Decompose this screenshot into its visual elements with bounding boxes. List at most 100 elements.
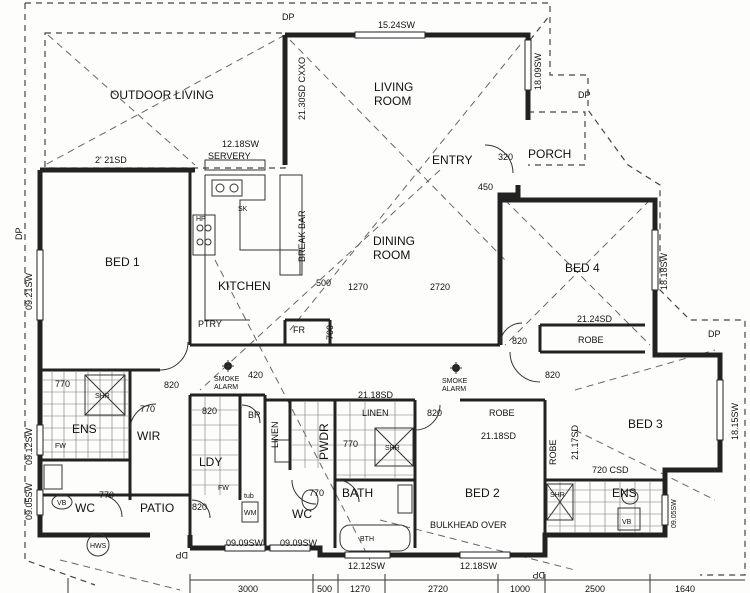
label-ens-2: ENS: [612, 486, 637, 500]
label-kitchen: KITCHEN: [218, 279, 271, 293]
label-window-09-12sw: 09.12SW: [24, 427, 34, 465]
label-wm: WM: [244, 510, 257, 517]
label-dining-room-1: DINING: [373, 234, 415, 248]
label-break-bar: BREAK BAR: [297, 210, 307, 262]
label-tub: tub: [244, 493, 254, 500]
label-door-770-d: 770: [343, 439, 358, 449]
label-shr-1: SHR: [95, 393, 110, 400]
label-smoke-alarm-2a: SMOKE: [442, 378, 468, 385]
label-servery: SERVERY: [208, 151, 251, 161]
label-wc-2: WC: [292, 507, 312, 521]
shower-ens1: [84, 374, 126, 416]
label-fr: FR: [293, 325, 305, 335]
dimension-line: [67, 574, 745, 593]
label-dim-700: 700: [325, 325, 335, 340]
label-dim-500: 500: [316, 278, 331, 288]
door-swings: [99, 144, 541, 519]
label-vb-2: VB: [622, 519, 632, 526]
label-window-2-21sd: 2' 21SD: [95, 155, 127, 165]
label-smoke-alarm-1a: SMOKE: [214, 376, 240, 383]
label-ens-1: ENS: [72, 422, 97, 436]
label-dim-bottom-3: 2720: [428, 584, 448, 593]
windows: [36, 31, 724, 559]
label-window-21-18sd-a: 21.18SD: [358, 390, 394, 400]
label-door-820-a: 820: [164, 380, 179, 390]
label-smoke-alarm-2b: ALARM: [442, 386, 466, 393]
label-door-420: 420: [248, 370, 263, 380]
label-ptry: PTRY: [198, 319, 222, 329]
label-linen-2: LINEN: [362, 408, 389, 418]
label-door-450: 450: [478, 182, 493, 192]
label-vb-1: VB: [57, 500, 67, 507]
label-window-09-09sw-a: 09.09SW: [226, 538, 264, 548]
label-window-18-18sw: 18.18SW: [659, 252, 669, 290]
label-window-21-24sd: 21.24SD: [577, 314, 613, 324]
label-door-820-e: 820: [192, 502, 207, 512]
shower-ens2: [546, 483, 574, 521]
label-linen-1: LINEN: [270, 421, 280, 448]
label-wir: WIR: [137, 429, 161, 443]
roof-hip-lines: [44, 34, 716, 591]
label-window-21-18sd-b: 21.18SD: [481, 431, 517, 441]
label-door-770-e: 770: [309, 488, 324, 498]
label-door-820-d: 820: [427, 408, 442, 418]
label-bed-2: BED 2: [465, 486, 500, 500]
label-window-18-09sw: 18.09SW: [533, 52, 543, 90]
label-outdoor-living: OUTDOOR LIVING: [110, 88, 214, 102]
label-window-18-15sw: 18.15SW: [730, 402, 740, 440]
label-door-820-f: 820: [202, 406, 217, 416]
shower-bath: [374, 427, 414, 467]
label-door-770-b: 770: [140, 404, 155, 414]
label-bath: BATH: [342, 486, 373, 500]
label-dim-bottom-6: 1640: [675, 584, 695, 593]
label-window-12-18sw-b: 12.18SW: [460, 561, 498, 571]
label-fw-2: FW: [218, 485, 229, 492]
label-dp-1: DP: [282, 12, 295, 22]
label-porch: PORCH: [528, 147, 571, 161]
label-window-15-24sw: 15.24SW: [378, 20, 416, 30]
label-robe-bed2: ROBE: [489, 408, 515, 418]
label-entry: ENTRY: [432, 153, 472, 167]
label-bed-4: BED 4: [565, 261, 600, 275]
label-robe-bed4: ROBE: [578, 335, 604, 345]
label-smoke-alarm-1b: ALARM: [214, 384, 238, 391]
label-dp-4: DP: [708, 329, 721, 339]
kitchen-benches: [192, 159, 303, 321]
bath-tub: [339, 524, 411, 552]
tiled-areas: [42, 372, 662, 533]
label-robe-bed3: ROBE: [548, 439, 558, 465]
label-living-room-2: ROOM: [374, 94, 411, 108]
label-window-12-12sw: 12.12SW: [348, 561, 386, 571]
label-bth: BTH: [360, 536, 374, 543]
label-sk: SK: [238, 206, 248, 213]
hot-water-system: [86, 533, 110, 557]
label-dim-bottom-5: 2500: [585, 584, 605, 593]
label-window-09-21sw: 09.21SW: [24, 272, 34, 310]
label-window-09-05sw-r: 09.05SW: [671, 499, 678, 528]
smoke-alarm-2: [450, 362, 462, 374]
label-door-320: 320: [498, 152, 513, 162]
label-window-09-09sw-b: 09.09SW: [280, 538, 318, 548]
label-window-21-17sd: 21.17SD: [570, 424, 580, 460]
label-living-room-1: LIVING: [374, 80, 413, 94]
label-door-770-a: 770: [55, 379, 70, 389]
label-dim-bottom-2: 1270: [350, 584, 370, 593]
label-door-820-c: 820: [545, 370, 560, 380]
label-dp-3: DP: [14, 227, 24, 240]
label-window-720-csd: 720 CSD: [592, 465, 629, 475]
smoke-alarm-1: [222, 360, 234, 372]
label-shr-2: SHR: [385, 445, 400, 452]
label-hws: HWS: [90, 543, 107, 550]
roof-outline: [24, 2, 746, 586]
label-dim-bottom-0: 3000: [238, 584, 258, 593]
sanitary-fixtures: [43, 439, 641, 531]
label-window-12-18sw: 12.18SW: [222, 139, 260, 149]
label-dp-6: DP: [532, 570, 545, 580]
label-dim-bottom-1: 500: [317, 584, 332, 593]
label-door-820-b: 820: [512, 336, 527, 346]
label-door-770-c: 770: [99, 490, 114, 500]
label-dim-1270: 1270: [348, 282, 368, 292]
label-bed-3: BED 3: [628, 417, 663, 431]
label-window-09-05sw: 09.05SW: [24, 482, 34, 520]
